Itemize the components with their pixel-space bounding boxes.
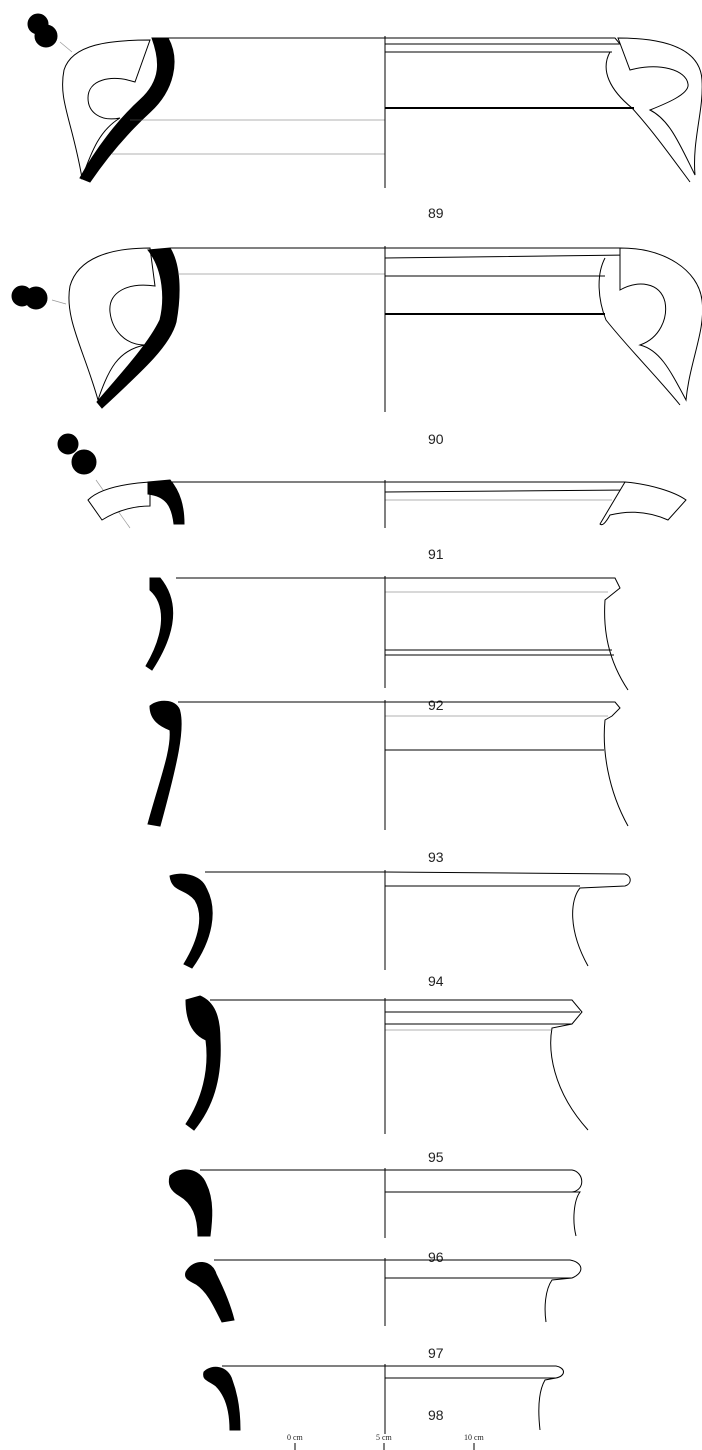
- handle-profile-89-left: [62, 39, 151, 180]
- figure-number: 95: [428, 1149, 444, 1165]
- handle-profile-90-right: [619, 247, 702, 402]
- handle-profile-90-left: [68, 247, 156, 402]
- wall-section-94: [169, 873, 213, 969]
- vessel-97: 97: [185, 1259, 582, 1361]
- vessel-89: 89: [27, 13, 702, 221]
- figure-number: 93: [428, 849, 444, 865]
- scale-bar: 0 cm 5 cm 10 cm: [287, 1433, 485, 1450]
- body-profile-89: [605, 51, 691, 183]
- wall-section-97: [185, 1262, 235, 1323]
- wall-section-90: [96, 247, 180, 409]
- vessel-92: 92: [145, 577, 629, 713]
- wall-section-89: [79, 37, 175, 183]
- handle-profile-91-right: [599, 481, 687, 526]
- scale-label-10: 10 cm: [464, 1433, 485, 1442]
- exterior-profile-90: [384, 247, 630, 259]
- handle-profile-91-left: [87, 481, 151, 521]
- figure-number: 90: [428, 431, 444, 447]
- exterior-profile-93: [385, 701, 629, 827]
- section-line: [51, 299, 67, 305]
- figure-number: 91: [428, 546, 444, 562]
- vessel-96: 96: [168, 1169, 583, 1265]
- handle-section-91: [57, 433, 79, 455]
- wall-section-92: [145, 577, 174, 671]
- vessel-91: 91: [57, 433, 687, 562]
- vessel-93: 93: [147, 700, 629, 865]
- exterior-profile-95: [385, 999, 589, 1131]
- body-profile-90: [598, 257, 681, 406]
- exterior-profile-96: [385, 1169, 583, 1237]
- exterior-profile-89: [385, 37, 622, 45]
- handle-section-90b: [24, 286, 48, 310]
- handle-profile-89-right: [617, 37, 702, 176]
- exterior-profile-97: [385, 1259, 582, 1323]
- wall-section-91: [147, 479, 185, 525]
- section-line: [59, 41, 73, 53]
- vessel-98: 98: [203, 1365, 564, 1431]
- figure-number: 96: [428, 1249, 444, 1265]
- exterior-profile-94: [384, 871, 631, 967]
- figure-number: 92: [428, 697, 444, 713]
- vessel-94: 94: [169, 871, 631, 989]
- figure-number: 94: [428, 973, 444, 989]
- wall-section-98: [203, 1366, 241, 1431]
- figure-number: 89: [428, 205, 444, 221]
- wall-section-96: [168, 1169, 213, 1237]
- handle-section-91b: [71, 449, 97, 475]
- figure-number: 97: [428, 1345, 444, 1361]
- vessel-95: 95: [185, 995, 589, 1165]
- scale-label-5: 5 cm: [376, 1433, 393, 1442]
- vessel-90: 90: [11, 247, 702, 447]
- scale-label-0: 0 cm: [287, 1433, 304, 1442]
- figure-number: 98: [428, 1407, 444, 1423]
- wall-section-93: [147, 700, 182, 827]
- wall-section-95: [185, 995, 221, 1131]
- exterior-profile-98: [385, 1365, 564, 1431]
- exterior-profile-92: [385, 577, 629, 691]
- handle-section-89b: [34, 24, 58, 48]
- exterior-profile-91: [384, 481, 629, 493]
